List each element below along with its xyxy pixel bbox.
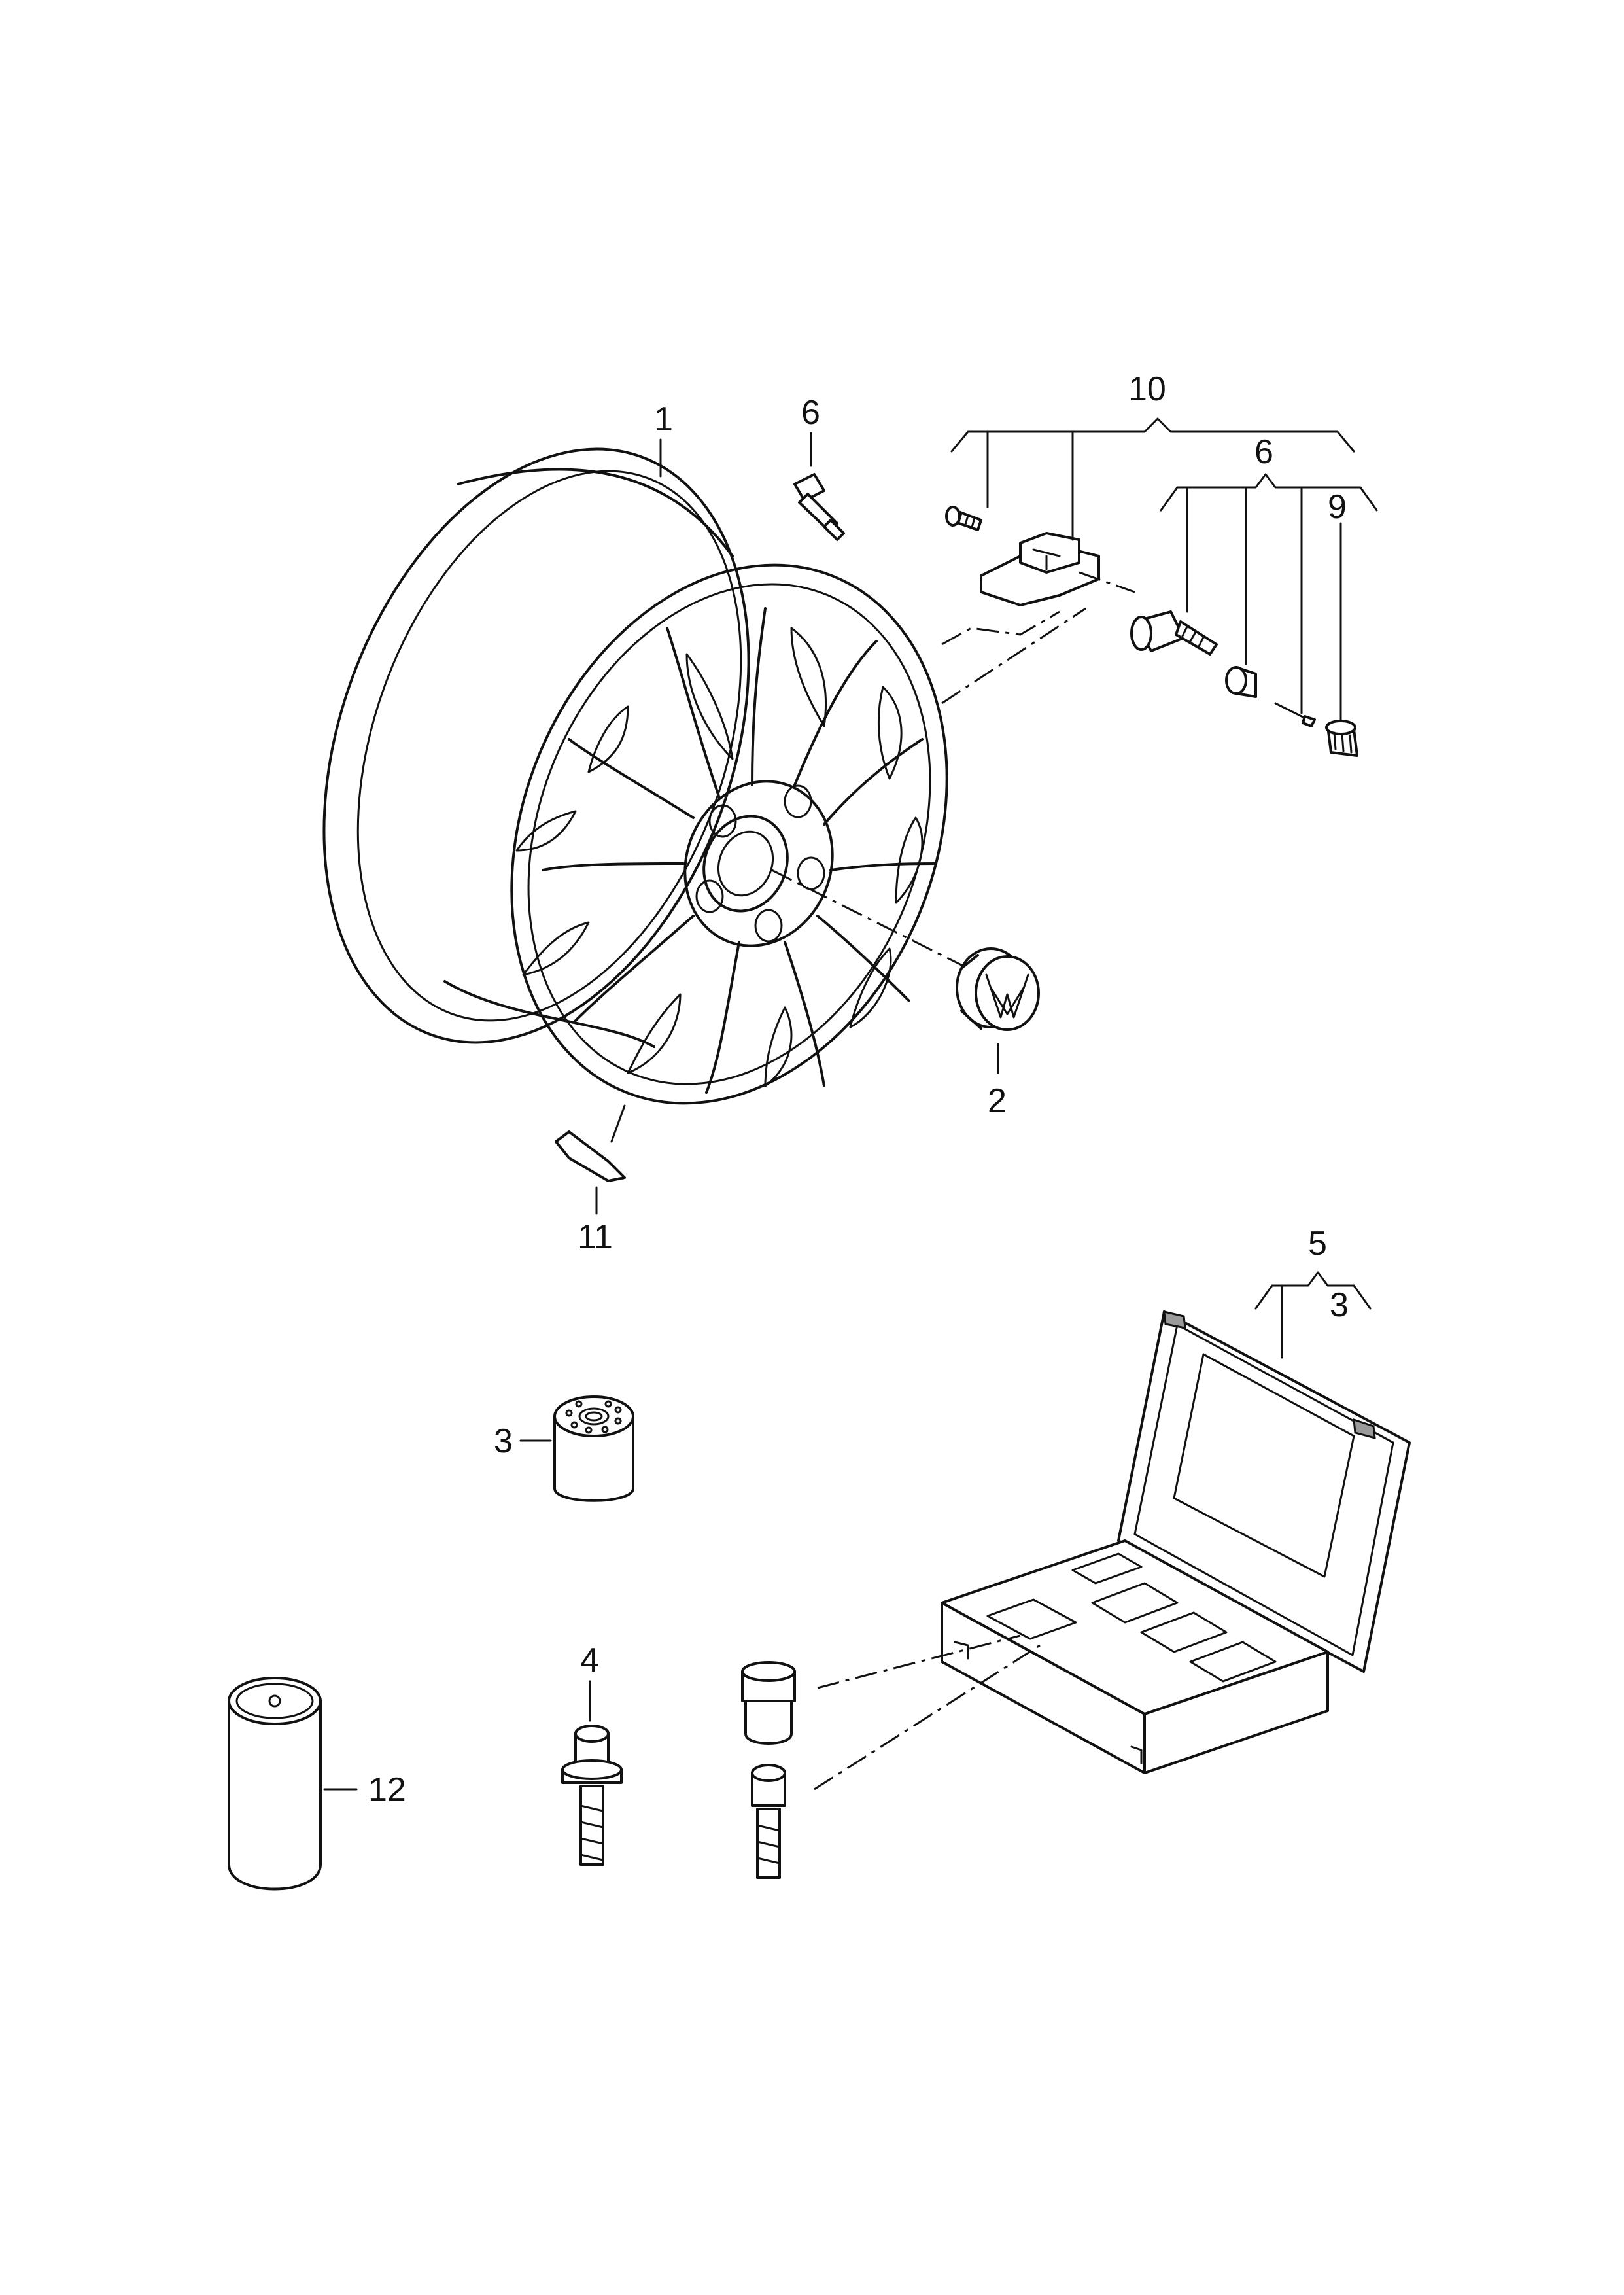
lock-bolt-case: [741, 1310, 1411, 1879]
leader-lines: [323, 417, 1378, 1791]
callout-4: 4: [580, 1641, 599, 1679]
callout-12: 12: [368, 1771, 406, 1809]
callout-labels: 1 6 10 6 9 2 11 5 3 3 4 12: [368, 370, 1349, 1809]
callout-2: 2: [988, 1082, 1007, 1120]
callout-3-case: 3: [1330, 1286, 1349, 1324]
callout-10: 10: [1128, 370, 1166, 408]
callout-5: 5: [1308, 1225, 1327, 1263]
balance-weight: [555, 1130, 626, 1182]
wheel-lock-canister: [228, 1677, 322, 1891]
wheel-rim: [322, 447, 948, 1105]
locking-bolt-adapter: [553, 1395, 634, 1502]
callout-3-adapter: 3: [494, 1422, 513, 1460]
callout-11: 11: [578, 1218, 613, 1256]
callout-1: 1: [654, 400, 673, 438]
callout-9: 9: [1328, 488, 1347, 526]
tire-valve: [793, 473, 845, 541]
hub-cap: [771, 869, 1040, 1031]
wheel-bolt: [561, 1725, 623, 1866]
tpms-sensor: [941, 506, 1135, 705]
callout-6-valve: 6: [801, 394, 820, 432]
valve-stem-kit: [1130, 610, 1358, 757]
callout-6-kit: 6: [1254, 433, 1273, 471]
